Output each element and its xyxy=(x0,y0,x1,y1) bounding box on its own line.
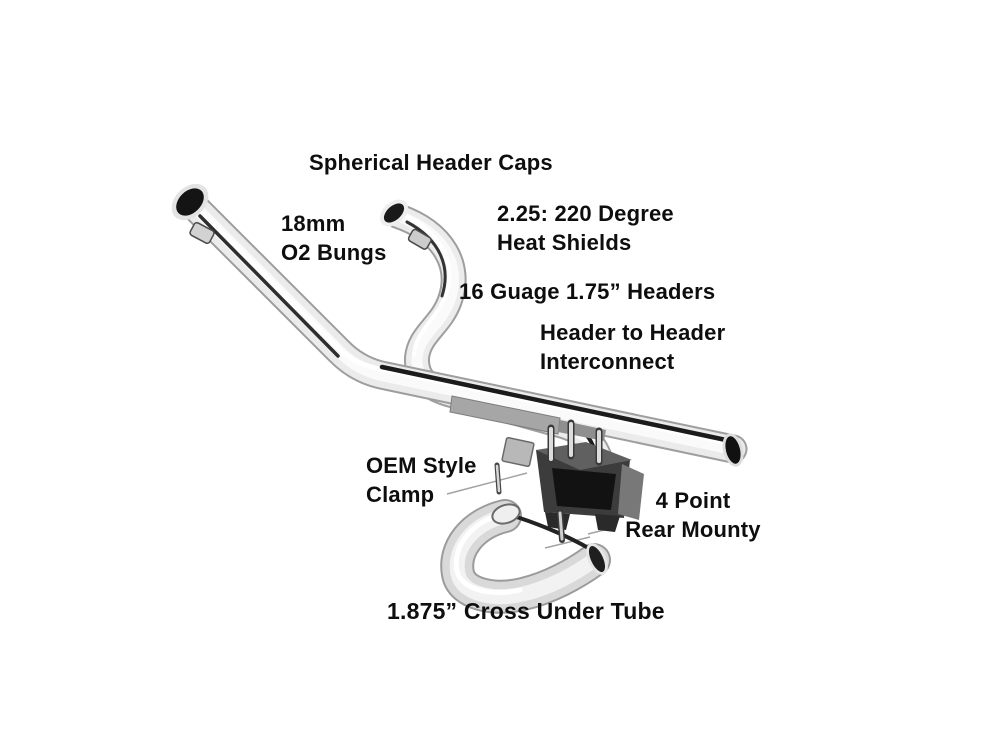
label-spherical-header-caps: Spherical Header Caps xyxy=(309,150,553,175)
oem-clamp-block xyxy=(501,436,535,468)
label-header-interconnect: Header to Header Interconnect xyxy=(540,320,726,374)
rear-mount-bracket xyxy=(536,442,644,532)
o2-bung-front xyxy=(407,228,432,250)
leader-line xyxy=(446,472,528,495)
label-o2-bungs: 18mm O2 Bungs xyxy=(281,211,387,265)
label-cross-under-tube: 1.875” Cross Under Tube xyxy=(387,598,665,624)
spherical-header-cap xyxy=(380,199,408,227)
label-oem-clamp: OEM Style Clamp xyxy=(366,453,477,507)
label-heat-shields: 2.25: 220 Degree Heat Shields xyxy=(497,201,674,255)
header-open-end xyxy=(722,433,744,467)
rear-header-pipe xyxy=(171,183,748,467)
chrome-reflection-stripe xyxy=(379,364,729,443)
cross-under-tube-outlet xyxy=(586,543,608,575)
oem-clamp-bolt xyxy=(494,462,502,495)
chrome-reflection-stripe xyxy=(405,220,447,298)
chrome-reflection-stripe xyxy=(198,214,340,358)
label-rear-mount: 4 Point Rear Mounty xyxy=(625,488,761,542)
o2-bung-rear xyxy=(189,221,215,245)
cross-under-tube-flare xyxy=(491,503,521,525)
rear-header-inlet xyxy=(171,183,209,221)
label-16-gauge-headers: 16 Guage 1.75” Headers xyxy=(459,279,716,304)
mounting-studs xyxy=(547,419,603,543)
leader-line xyxy=(544,536,591,549)
cross-under-tube-part xyxy=(440,499,611,614)
